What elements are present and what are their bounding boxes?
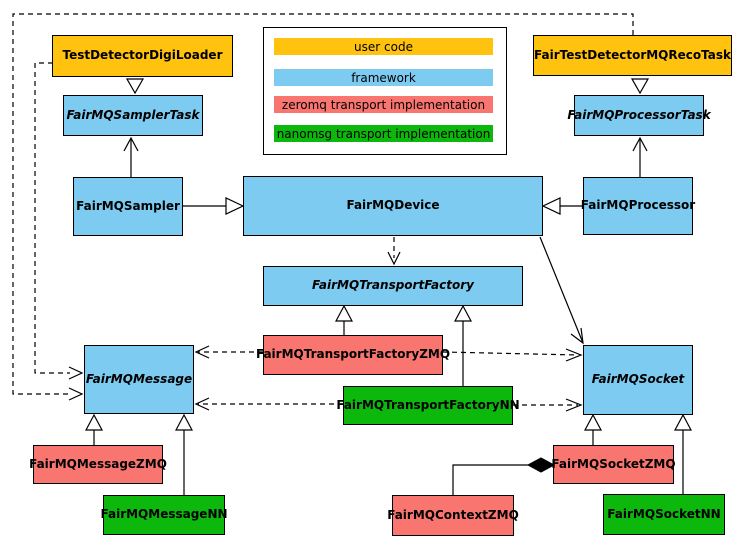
class-node-testdetectordigiloader: TestDetectorDigiLoader	[52, 35, 233, 77]
edge-inheritance-socketnn-socket	[674, 413, 692, 494]
class-node-fairmqtransportfactoryzmq: FairMQTransportFactoryZMQ	[256, 335, 450, 375]
class-node-fairmqmessagezmq: FairMQMessageZMQ	[29, 445, 167, 484]
edge-dependency-device-transportfactory	[387, 237, 401, 266]
edge-inheritance-factoryzmq-factory	[335, 304, 353, 335]
class-node-fairmqsampler: FairMQSampler	[73, 177, 183, 236]
edge-dependency-factorynn-socket	[513, 398, 583, 412]
class-node-fairmqsocketnn: FairMQSocketNN	[603, 494, 725, 535]
edge-association-device-socket	[539, 236, 584, 345]
edge-inheritance-messagenn-message	[175, 413, 193, 495]
edge-inheritance-recotask-processortask	[630, 78, 650, 95]
class-node-fairmqsocketzmq: FairMQSocketZMQ	[551, 445, 676, 484]
legend-label: user code	[354, 39, 413, 54]
edge-inheritance-socketzmq-socket	[584, 413, 602, 445]
class-node-fairtestdetectormqrecotask: FairTestDetectorMQRecoTask	[533, 35, 732, 76]
class-node-fairmqdevice: FairMQDevice	[243, 176, 543, 236]
class-node-fairmqmessage: FairMQMessage	[84, 345, 194, 414]
class-node-fairmqtransportfactory: FairMQTransportFactory	[263, 266, 523, 306]
class-node-fairmqcontextzmq: FairMQContextZMQ	[387, 495, 519, 536]
edge-inheritance-processor-device	[541, 197, 583, 215]
legend-item-nanomsg: nanomsg transport implementation	[274, 125, 493, 142]
edge-composition-socketzmq-contextzmq	[452, 457, 556, 495]
class-node-fairmqtransportfactorynn: FairMQTransportFactoryNN	[336, 386, 520, 425]
edge-association-sampler-samplertask	[123, 136, 139, 177]
edge-inheritance-factorynn-factory	[454, 304, 472, 386]
edge-inheritance-sampler-device	[183, 197, 245, 215]
class-node-fairmqsocket: FairMQSocket	[583, 345, 693, 415]
legend-label: framework	[351, 70, 416, 85]
class-node-fairmqsamplertask: FairMQSamplerTask	[63, 95, 203, 136]
legend-item-framework: framework	[274, 69, 493, 86]
class-node-fairmqprocessortask: FairMQProcessorTask	[567, 95, 711, 136]
edge-dependency-factorynn-message	[194, 397, 343, 411]
class-node-fairmqmessagenn: FairMQMessageNN	[100, 495, 228, 535]
legend-item-zeromq: zeromq transport implementation	[274, 96, 493, 113]
edge-dependency-factoryzmq-socket	[442, 348, 583, 362]
edge-dependency-factoryzmq-message	[194, 345, 263, 359]
legend-item-user-code: user code	[274, 38, 493, 55]
edge-association-processor-processortask	[632, 136, 648, 177]
edge-inheritance-messagezmq-message	[85, 413, 103, 445]
legend-label: nanomsg transport implementation	[276, 126, 491, 141]
legend-box: user code framework zeromq transport imp…	[263, 27, 507, 155]
legend-label: zeromq transport implementation	[281, 97, 486, 112]
class-node-fairmqprocessor: FairMQProcessor	[581, 177, 695, 235]
edge-inheritance-digiloader-samplertask	[125, 78, 145, 95]
